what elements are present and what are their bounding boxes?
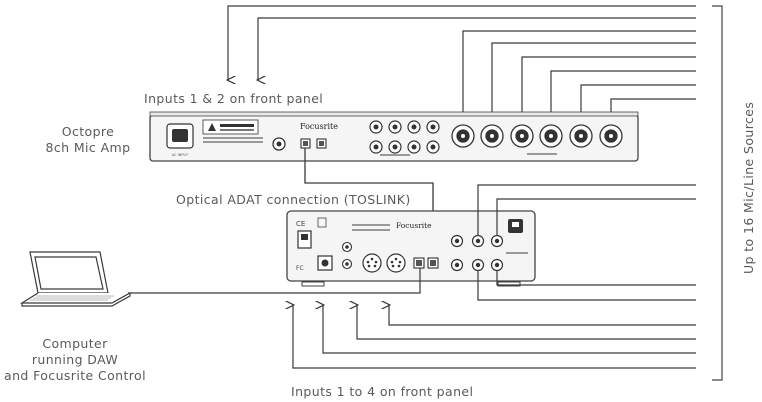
computer-label-line3: and Focusrite Control bbox=[4, 368, 146, 383]
interface-brand: Focusrite bbox=[396, 221, 432, 230]
interface-input-lines bbox=[477, 184, 696, 301]
octopre-label-line1: Octopre bbox=[61, 124, 115, 139]
octopre-brand: Focusrite bbox=[300, 122, 338, 131]
octopre-unit: AC INPUT Focusrite bbox=[149, 111, 639, 162]
optical-label: Optical ADAT connection (TOSLINK) bbox=[176, 192, 411, 207]
computer-label-line1: Computer bbox=[42, 336, 108, 351]
svg-text:AC INPUT: AC INPUT bbox=[172, 153, 189, 157]
octopre-input-lines bbox=[462, 30, 696, 127]
sources-bracket bbox=[712, 5, 723, 381]
audio-interface-unit: CE FC Focusrite bbox=[286, 210, 536, 287]
inputs-front-top-label: Inputs 1 & 2 on front panel bbox=[144, 91, 324, 106]
svg-text:FC: FC bbox=[296, 265, 304, 272]
computer-label-line2: running DAW bbox=[31, 352, 119, 367]
sources-label: Up to 16 Mic/Line Sources bbox=[741, 101, 756, 274]
warning-icon bbox=[208, 123, 216, 131]
front-input-lines-top bbox=[228, 5, 696, 80]
octopre-label-line2: 8ch Mic Amp bbox=[45, 140, 131, 155]
usb-cable bbox=[128, 268, 421, 294]
octopre-label: Octopre 8ch Mic Amp bbox=[38, 124, 138, 156]
front-input-lines-bottom bbox=[293, 305, 696, 369]
computer-label: Computer running DAW and Focusrite Contr… bbox=[0, 336, 150, 384]
laptop-icon bbox=[19, 251, 131, 307]
svg-text:CE: CE bbox=[296, 220, 305, 228]
inputs-front-bottom-label: Inputs 1 to 4 on front panel bbox=[291, 384, 474, 399]
